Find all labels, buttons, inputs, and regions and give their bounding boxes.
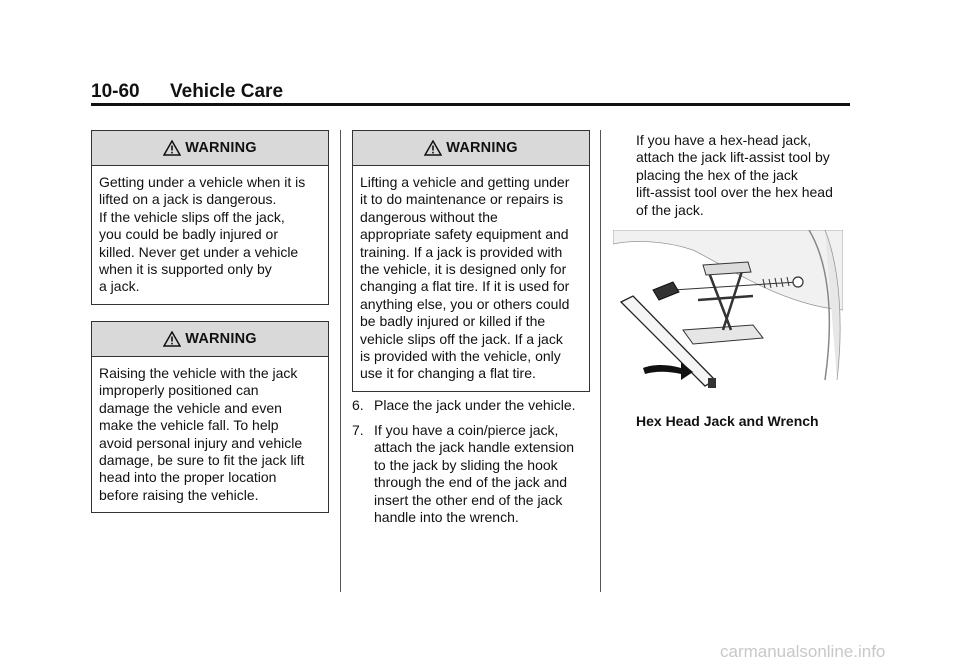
warning-triangle-icon <box>424 140 443 156</box>
warning-box-2: WARNING Raising the vehicle with the jac… <box>91 321 329 514</box>
tire-arc <box>808 230 831 381</box>
text-line: vehicle slips off the jack. If a jack <box>360 330 563 347</box>
text-line: If you have a hex-head jack, <box>636 132 812 148</box>
warning-triangle-icon <box>163 140 182 156</box>
step-number: 7. <box>352 422 364 438</box>
warning-header: WARNING <box>92 131 328 166</box>
vehicle-body <box>613 230 843 311</box>
text-line: damage, be sure to fit the jack lift <box>99 452 305 469</box>
text-line: be badly injured or killed if the <box>360 313 546 330</box>
text-line: damage the vehicle and even <box>99 399 282 416</box>
figure-caption: Hex Head Jack and Wrench <box>636 413 819 429</box>
text-line: lifted on a jack is dangerous. <box>99 191 277 208</box>
warning-text: Getting under a vehicle when it is lifte… <box>92 166 328 304</box>
warning-triangle-icon <box>163 331 182 347</box>
text-line: appropriate safety equipment and <box>360 226 569 243</box>
text-line: If you have a coin/pierce jack, <box>374 422 559 438</box>
text-line: avoid personal injury and vehicle <box>99 434 303 451</box>
text-line: before raising the vehicle. <box>99 486 259 503</box>
text-line: the vehicle, it is designed only for <box>360 261 567 278</box>
warning-box-3: WARNING Lifting a vehicle and getting un… <box>352 130 590 392</box>
text-line: attach the jack lift-assist tool by <box>636 149 830 166</box>
text-line: lift-assist tool over the hex head <box>636 184 833 201</box>
text-line: Getting under a vehicle when it is <box>99 174 306 190</box>
text-line: handle into the wrench. <box>374 509 519 526</box>
hex-jack-paragraph: If you have a hex-head jack, attach the … <box>636 132 856 219</box>
column-divider-2 <box>600 130 601 592</box>
text-line: anything else, you or others could <box>360 295 570 312</box>
warning-label: WARNING <box>185 140 257 156</box>
jack-illustration <box>613 230 843 388</box>
jack-scissor <box>697 266 754 331</box>
rotation-arrow-icon <box>643 362 693 380</box>
text-line: killed. Never get under a vehicle <box>99 243 299 260</box>
text-line: head into the proper location <box>99 469 277 486</box>
warning-header: WARNING <box>92 322 328 357</box>
text-line: use it for changing a flat tire. <box>360 365 536 382</box>
text-line: when it is supported only by <box>99 261 272 278</box>
page-number: 10-60 <box>91 81 140 102</box>
step-text: Place the jack under the vehicle. <box>374 397 576 413</box>
text-line: to the jack by sliding the hook <box>374 456 558 473</box>
text-line: placing the hex of the jack <box>636 166 798 183</box>
warning-text: Raising the vehicle with the jack improp… <box>92 357 328 512</box>
text-line: improperly positioned can <box>99 382 259 399</box>
text-line: a jack. <box>99 278 140 295</box>
warning-box-1: WARNING Getting under a vehicle when it … <box>91 130 329 305</box>
text-line: Raising the vehicle with the jack <box>99 365 298 381</box>
jack-screw <box>672 276 799 291</box>
warning-header: WARNING <box>353 131 589 166</box>
text-line: If the vehicle slips off the jack, <box>99 208 285 225</box>
text-line: is provided with the vehicle, only <box>360 348 561 365</box>
column-divider-1 <box>340 130 341 592</box>
text-line: make the vehicle fall. To help <box>99 417 279 434</box>
text-line: insert the other end of the jack <box>374 491 563 508</box>
text-line: of the jack. <box>636 201 704 218</box>
text-line: Lifting a vehicle and getting under <box>360 174 570 190</box>
step-text: If you have a coin/pierce jack, attach t… <box>374 422 574 526</box>
text-line: through the end of the jack and <box>374 474 568 491</box>
text-line: attach the jack handle extension <box>374 439 575 456</box>
text-line: changing a flat tire. If it is used for <box>360 278 570 295</box>
step-7: 7. If you have a coin/pierce jack, attac… <box>352 422 592 532</box>
text-line: you could be badly injured or <box>99 226 279 243</box>
section-title: Vehicle Care <box>170 81 284 102</box>
page-header: 10-60 Vehicle Care <box>91 81 851 105</box>
warning-text: Lifting a vehicle and getting under it t… <box>353 166 589 391</box>
text-line: it to do maintenance or repairs is <box>360 191 564 208</box>
warning-label: WARNING <box>446 140 518 156</box>
header-rule <box>91 103 850 106</box>
step-number: 6. <box>352 397 364 413</box>
warning-label: WARNING <box>185 331 257 347</box>
watermark: carmanualsonline.info <box>720 642 886 661</box>
text-line: training. If a jack is provided with <box>360 243 563 260</box>
text-line: dangerous without the <box>360 208 498 225</box>
